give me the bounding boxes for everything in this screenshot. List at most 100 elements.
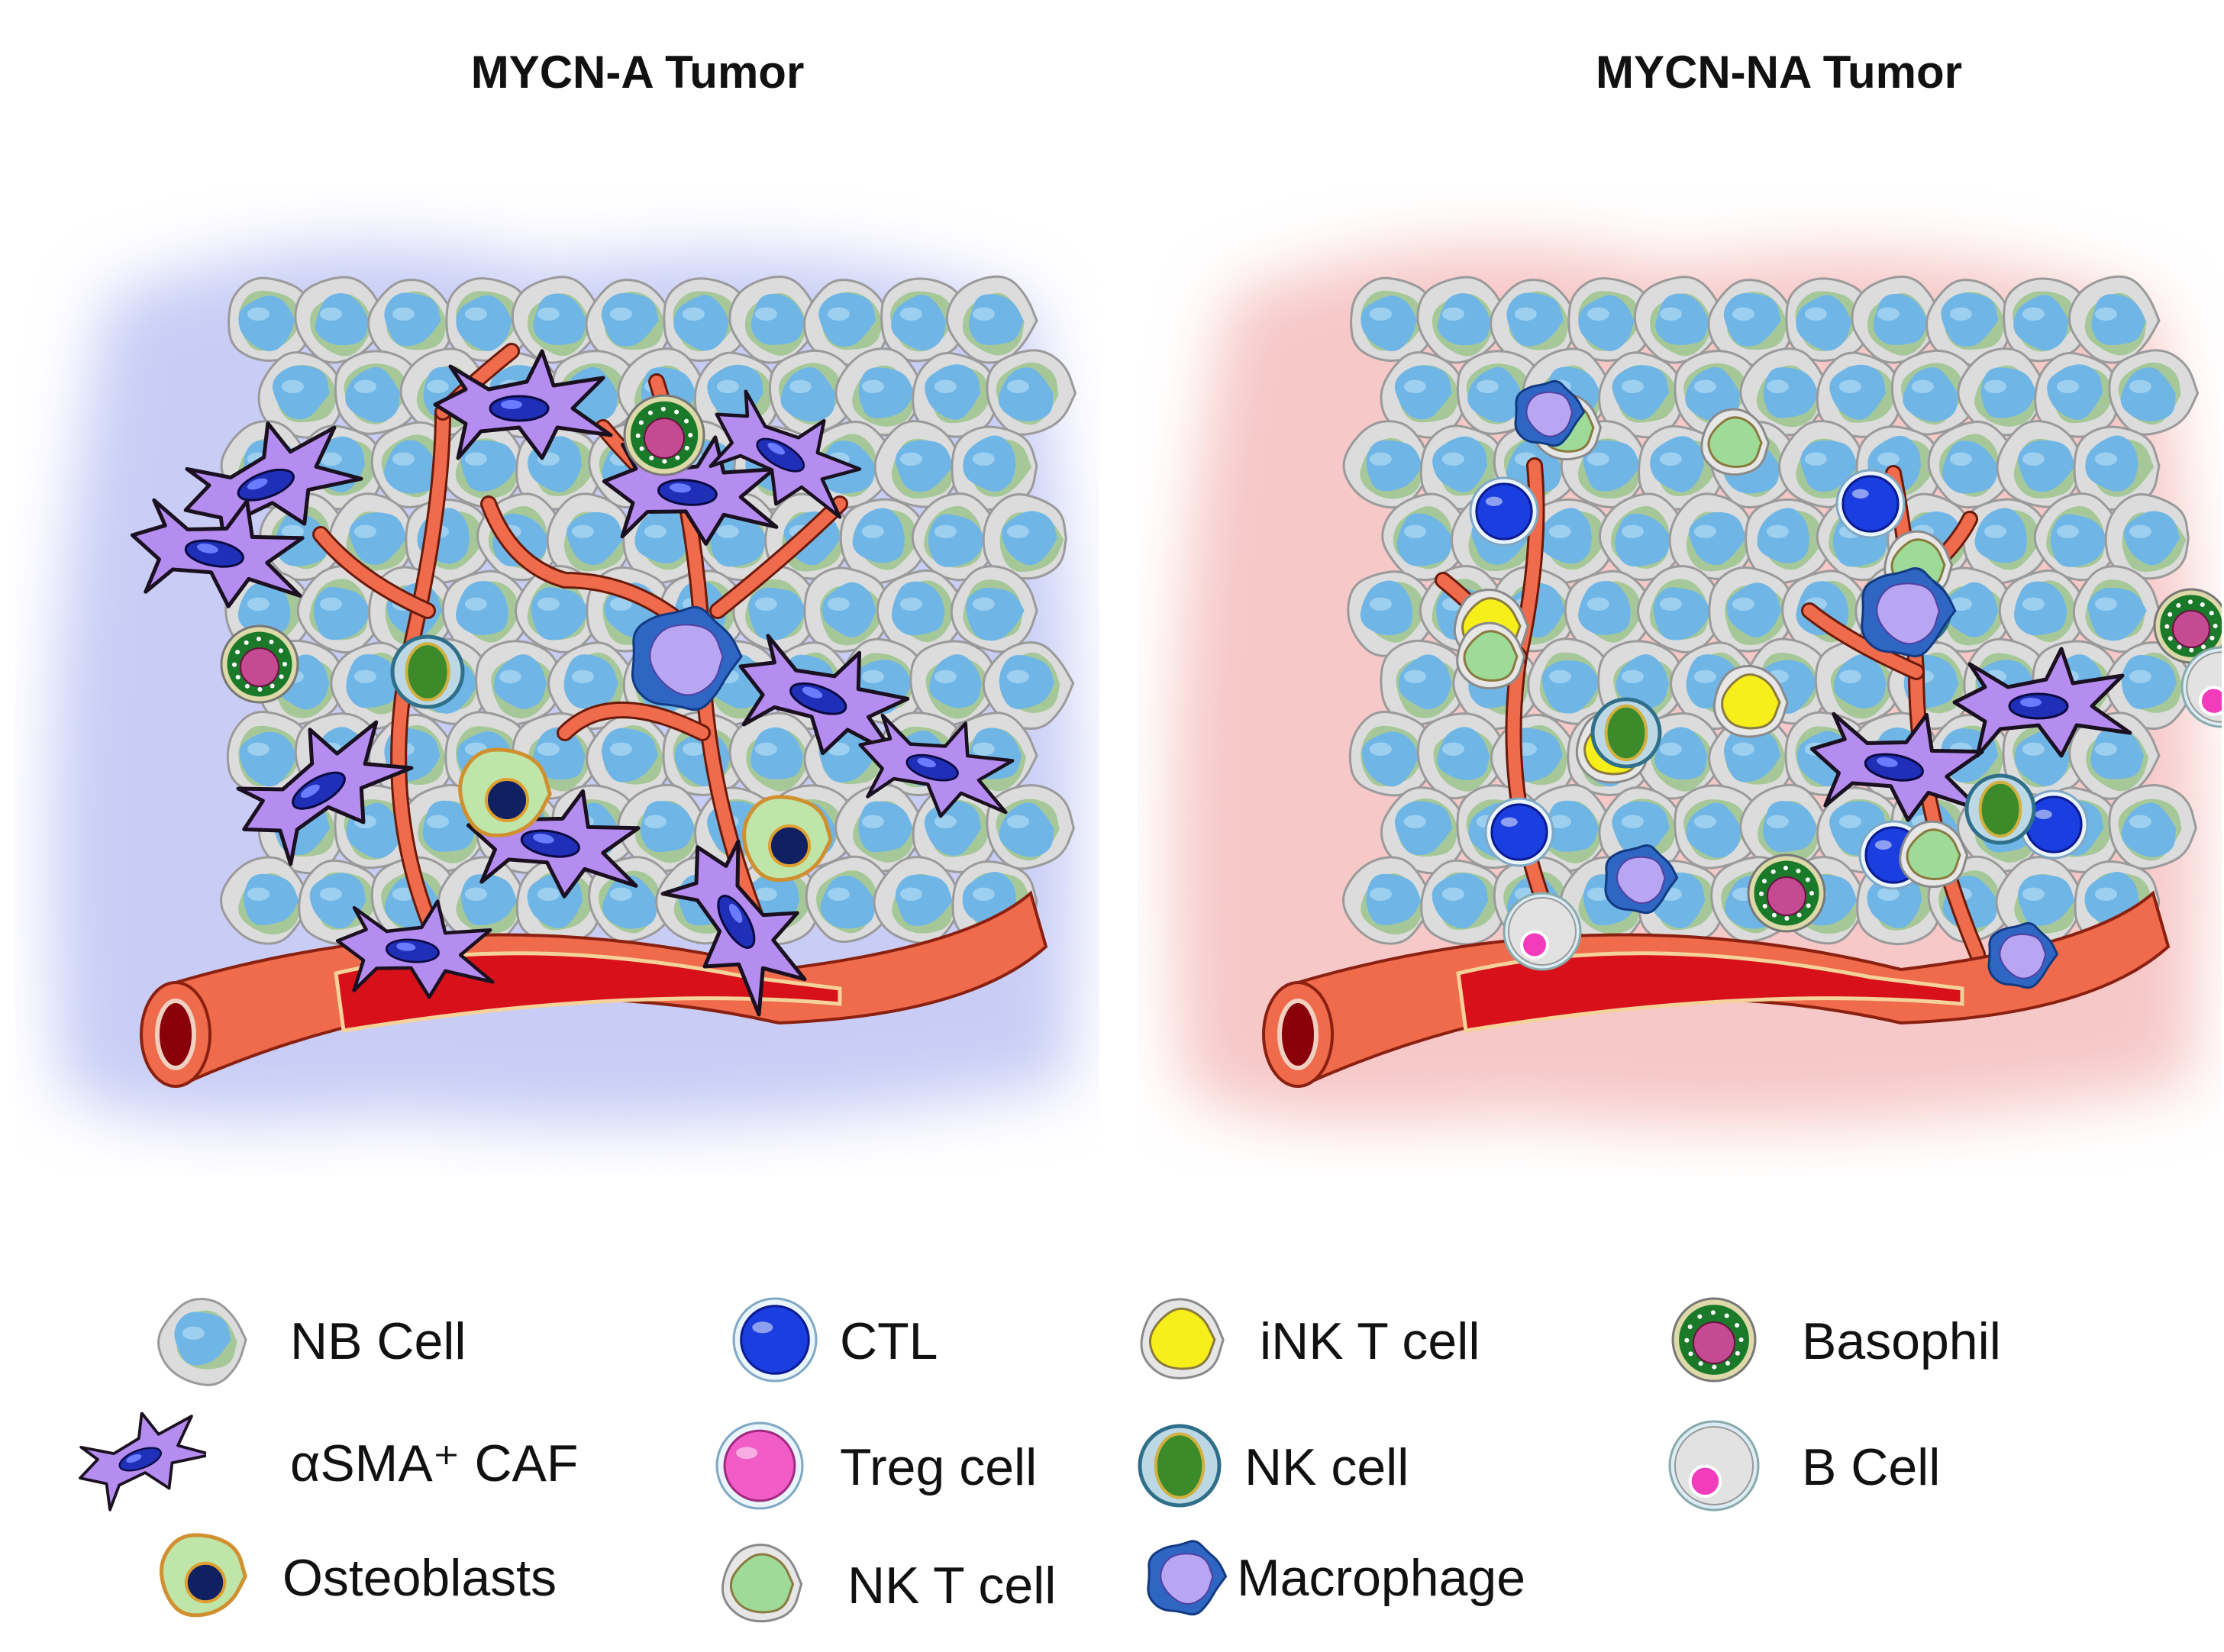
tumor-mass — [130, 275, 1077, 1088]
nb-cell — [1342, 420, 1433, 509]
caf-cell — [130, 498, 305, 608]
nb-cell — [909, 640, 999, 727]
nb-cell — [511, 276, 604, 364]
ink-t-cell-icon — [1140, 1298, 1225, 1379]
nb-cell — [1739, 783, 1832, 873]
nb-cell — [1708, 714, 1799, 802]
legend-label-treg: Treg cell — [840, 1438, 1038, 1496]
legend-label-nkt: NK T cell — [847, 1557, 1057, 1615]
nb-cell — [257, 639, 344, 726]
nb-cell — [1348, 711, 1435, 797]
basophil — [2153, 588, 2222, 664]
nb-cell — [2108, 784, 2197, 870]
nb-cell — [839, 498, 930, 585]
osteoblast-icon — [159, 1533, 247, 1618]
basophil — [1747, 853, 1826, 933]
basophil-swatch — [1671, 1297, 1757, 1383]
nb-cell — [219, 856, 311, 945]
legend-label-macro: Macrophage — [1237, 1549, 1526, 1607]
nk-t-cell — [1456, 621, 1526, 690]
treg-cell-icon — [715, 1421, 804, 1510]
nb-cell — [1925, 566, 2012, 653]
nb-cell — [1638, 860, 1725, 946]
nk-cell-swatch — [1138, 1424, 1222, 1508]
ink-t-cell-swatch — [1140, 1298, 1225, 1379]
nb-cell — [228, 276, 313, 362]
nb-cell — [834, 347, 926, 437]
macrophage — [1604, 844, 1679, 915]
legend-label-inkt: iNK T cell — [1260, 1312, 1480, 1370]
nk-cell — [1964, 773, 2036, 845]
caf-icon — [79, 1412, 206, 1512]
nb-cell — [1419, 424, 1506, 511]
nb-cell — [803, 566, 889, 653]
nb-cell — [880, 277, 967, 363]
nb-cell — [437, 856, 528, 945]
nk-t-cell — [1899, 820, 1969, 889]
nb-cell — [1674, 784, 1761, 870]
nb-cell — [1381, 492, 1474, 582]
nb-cell — [226, 711, 312, 797]
nb-cell — [2033, 492, 2126, 582]
nk-cell — [390, 634, 465, 709]
legend-label-nk: NK cell — [1244, 1438, 1409, 1496]
nb-cell — [986, 784, 1075, 870]
nb-cell — [834, 783, 927, 873]
nb-cell — [1599, 492, 1691, 582]
nb-cell — [1416, 712, 1507, 800]
nb-cell — [1785, 277, 1872, 363]
ctl — [1469, 476, 1539, 547]
nb-cell — [2068, 711, 2161, 800]
treg-swatch — [715, 1421, 804, 1510]
nb-cell — [1380, 639, 1467, 726]
ctl-icon — [732, 1297, 818, 1383]
nb-cell — [1957, 347, 2048, 437]
nb-cell — [803, 279, 892, 366]
nb-cell — [1527, 637, 1614, 725]
basophil-icon — [1671, 1297, 1757, 1383]
nb-cell — [912, 352, 998, 438]
nb-cell — [367, 279, 457, 367]
nb-cell — [1739, 347, 1832, 437]
nb-cell — [1564, 569, 1656, 657]
macrophage — [631, 605, 743, 711]
basophil — [220, 624, 299, 704]
nb-cell — [1380, 351, 1467, 439]
b-cell-icon — [1668, 1420, 1760, 1512]
nb-cell — [2104, 493, 2190, 580]
nb-cell — [1637, 565, 1727, 653]
legend-label-osteo: Osteoblasts — [282, 1549, 557, 1607]
nb-cell — [475, 640, 563, 726]
nk-cell — [1590, 697, 1662, 769]
nb-cell — [296, 565, 388, 654]
nb-cell — [728, 275, 821, 364]
legend-label-nb: NB Cell — [290, 1312, 466, 1370]
b-cell — [2180, 646, 2222, 728]
nb-cell — [1420, 859, 1506, 946]
nb-cell — [768, 349, 859, 436]
nb-cell — [1341, 856, 1434, 945]
nb-cell — [2003, 277, 2090, 363]
nb-cell — [1998, 569, 2092, 658]
caf-cell — [1952, 647, 2132, 758]
nb-cell — [945, 275, 1038, 364]
macrophage — [1987, 921, 2059, 989]
nb-cell — [1745, 498, 1834, 584]
legend-label-ctl: CTL — [840, 1312, 938, 1370]
ink-t-cell — [1712, 665, 1789, 738]
nb-cell — [1816, 351, 1903, 438]
nb-cell — [2072, 565, 2161, 653]
nk-t-cell-icon — [721, 1544, 803, 1623]
nb-cell — [1633, 276, 1726, 364]
nb-cell — [873, 856, 962, 945]
nb-cell — [2108, 349, 2200, 436]
nb-cell — [873, 420, 961, 508]
nb-cell — [617, 783, 710, 873]
caf-cell — [1809, 711, 1984, 822]
nb-cell — [1560, 420, 1650, 509]
nb-cell — [1598, 351, 1685, 439]
nb-cell — [1927, 420, 2020, 509]
nb-cell — [1814, 640, 1903, 727]
nb-cell — [950, 565, 1038, 653]
nb-cell — [257, 351, 345, 439]
